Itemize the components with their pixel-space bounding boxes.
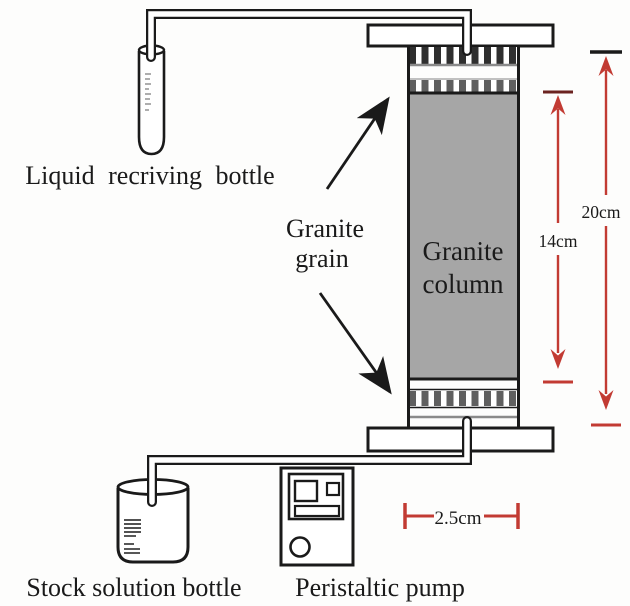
pump-indicator (325, 481, 341, 497)
peristaltic-pump (279, 466, 355, 567)
beaker-graduations (124, 519, 141, 554)
granite-column-assembly: Granite column (366, 23, 555, 453)
dim-arrowhead-down (550, 349, 566, 369)
granite-grain-layer-top-2 (408, 80, 519, 92)
granite-column-label-line1: Granite (423, 236, 504, 266)
stock-solution-bottle-label: Stock solution bottle (26, 573, 241, 602)
pump-knob (289, 536, 311, 558)
inlet-tube-bore (149, 418, 470, 505)
column-bottom-cap (366, 426, 555, 453)
granite-column-label: Granite column (423, 236, 504, 299)
dimension-2-5cm: 2.5cm (403, 503, 520, 529)
granite-grain-layer-bottom (408, 391, 519, 406)
pump-display-screen (293, 479, 319, 503)
outlet-tube-top (146, 9, 472, 62)
pump-button-bar (293, 504, 341, 518)
peristaltic-pump-label: Peristaltic pump (295, 573, 465, 602)
dim-arrowhead-up (550, 95, 566, 115)
dim-arrowhead-up (598, 56, 614, 76)
dimension-14cm: 14cm (539, 90, 578, 384)
liquid-receiving-bottle-label: Liquid recriving bottle (25, 161, 274, 190)
dim-arrowhead-down (598, 390, 614, 410)
dim-label-20cm: 20cm (582, 202, 621, 222)
dimension-20cm: 20cm (582, 50, 622, 427)
granite-column-label-line2: column (423, 269, 504, 299)
inlet-tube-bottom (147, 416, 472, 507)
beaker-body (116, 488, 190, 564)
granite-grain-label-line2: grain (295, 244, 348, 273)
outlet-tube-bore (148, 11, 470, 60)
test-tube-body (137, 51, 166, 156)
grain-arrow-bottom (318, 292, 392, 395)
dim-label-2-5cm: 2.5cm (435, 508, 482, 529)
granite-grain-label-line1: Granite (286, 214, 364, 243)
granite-grain-layer-top-1 (408, 47, 519, 64)
granite-column-body (407, 91, 520, 381)
test-tube-markings (145, 73, 151, 111)
column-top-cap (366, 23, 555, 48)
grain-arrow-top (325, 96, 390, 190)
granite-grain-label: Granite grain (286, 214, 364, 273)
dim-label-14cm: 14cm (539, 231, 578, 251)
